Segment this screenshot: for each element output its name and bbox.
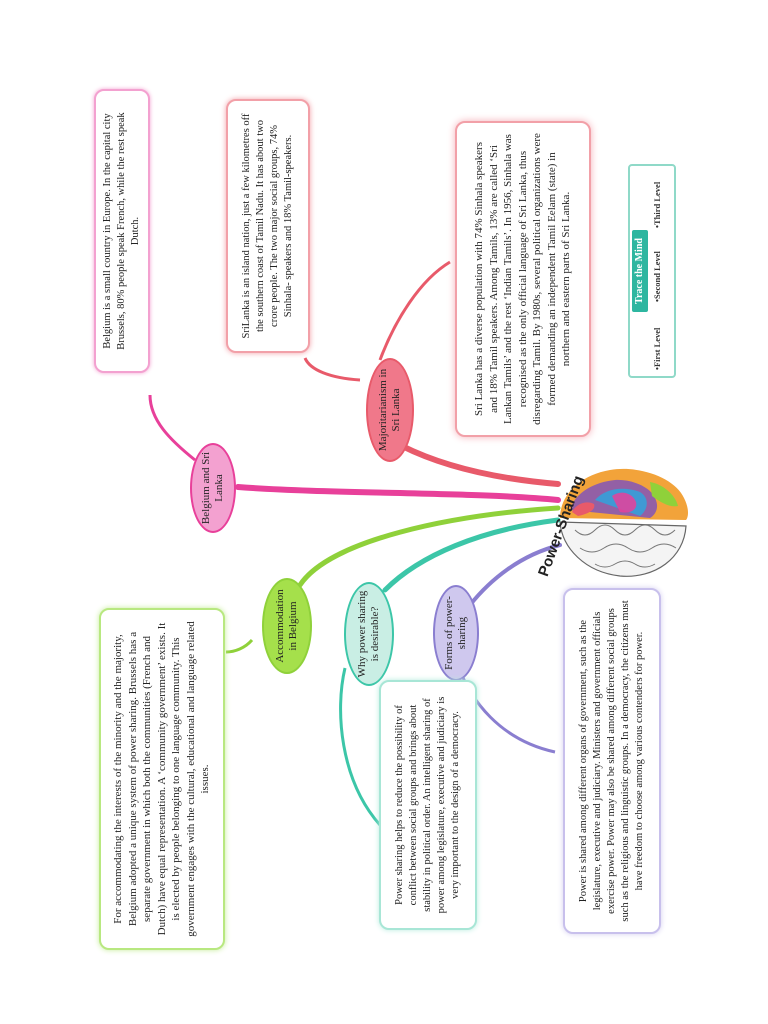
box-accommodation-info: For accommodating the interests of the m… — [99, 608, 225, 950]
box-desirable-info: Power sharing helps to reduce the possib… — [379, 680, 477, 930]
node-belgium-srilanka: Belgium and Sri Lanka — [190, 443, 236, 533]
node-accommodation: Accommodation in Belgium — [262, 578, 312, 674]
node-why-desirable: Why power sharing is desirable? — [344, 582, 394, 686]
brain-icon — [559, 468, 688, 577]
legend: Trace the Mind Map First Level Second Le… — [628, 164, 676, 378]
legend-first-level: First Level — [652, 328, 662, 370]
node-majoritarianism: Majoritarianism in Sri Lanka — [366, 358, 414, 462]
box-forms-info: Power is shared among different organs o… — [563, 588, 661, 934]
box-belgium-info: Belgium is a small country in Europe. In… — [94, 89, 150, 373]
legend-third-level: Third Level — [652, 182, 662, 228]
legend-title: Trace the Mind Map — [632, 230, 661, 312]
box-majoritarianism-info: Sri Lanka has a diverse population with … — [455, 121, 591, 437]
box-srilanka-info: SriLanka is an island nation, just a few… — [226, 99, 310, 353]
legend-content: Trace the Mind Map First Level Second Le… — [630, 166, 674, 376]
node-forms: Forms of power-sharing — [433, 585, 479, 681]
legend-second-level: Second Level — [652, 251, 662, 302]
